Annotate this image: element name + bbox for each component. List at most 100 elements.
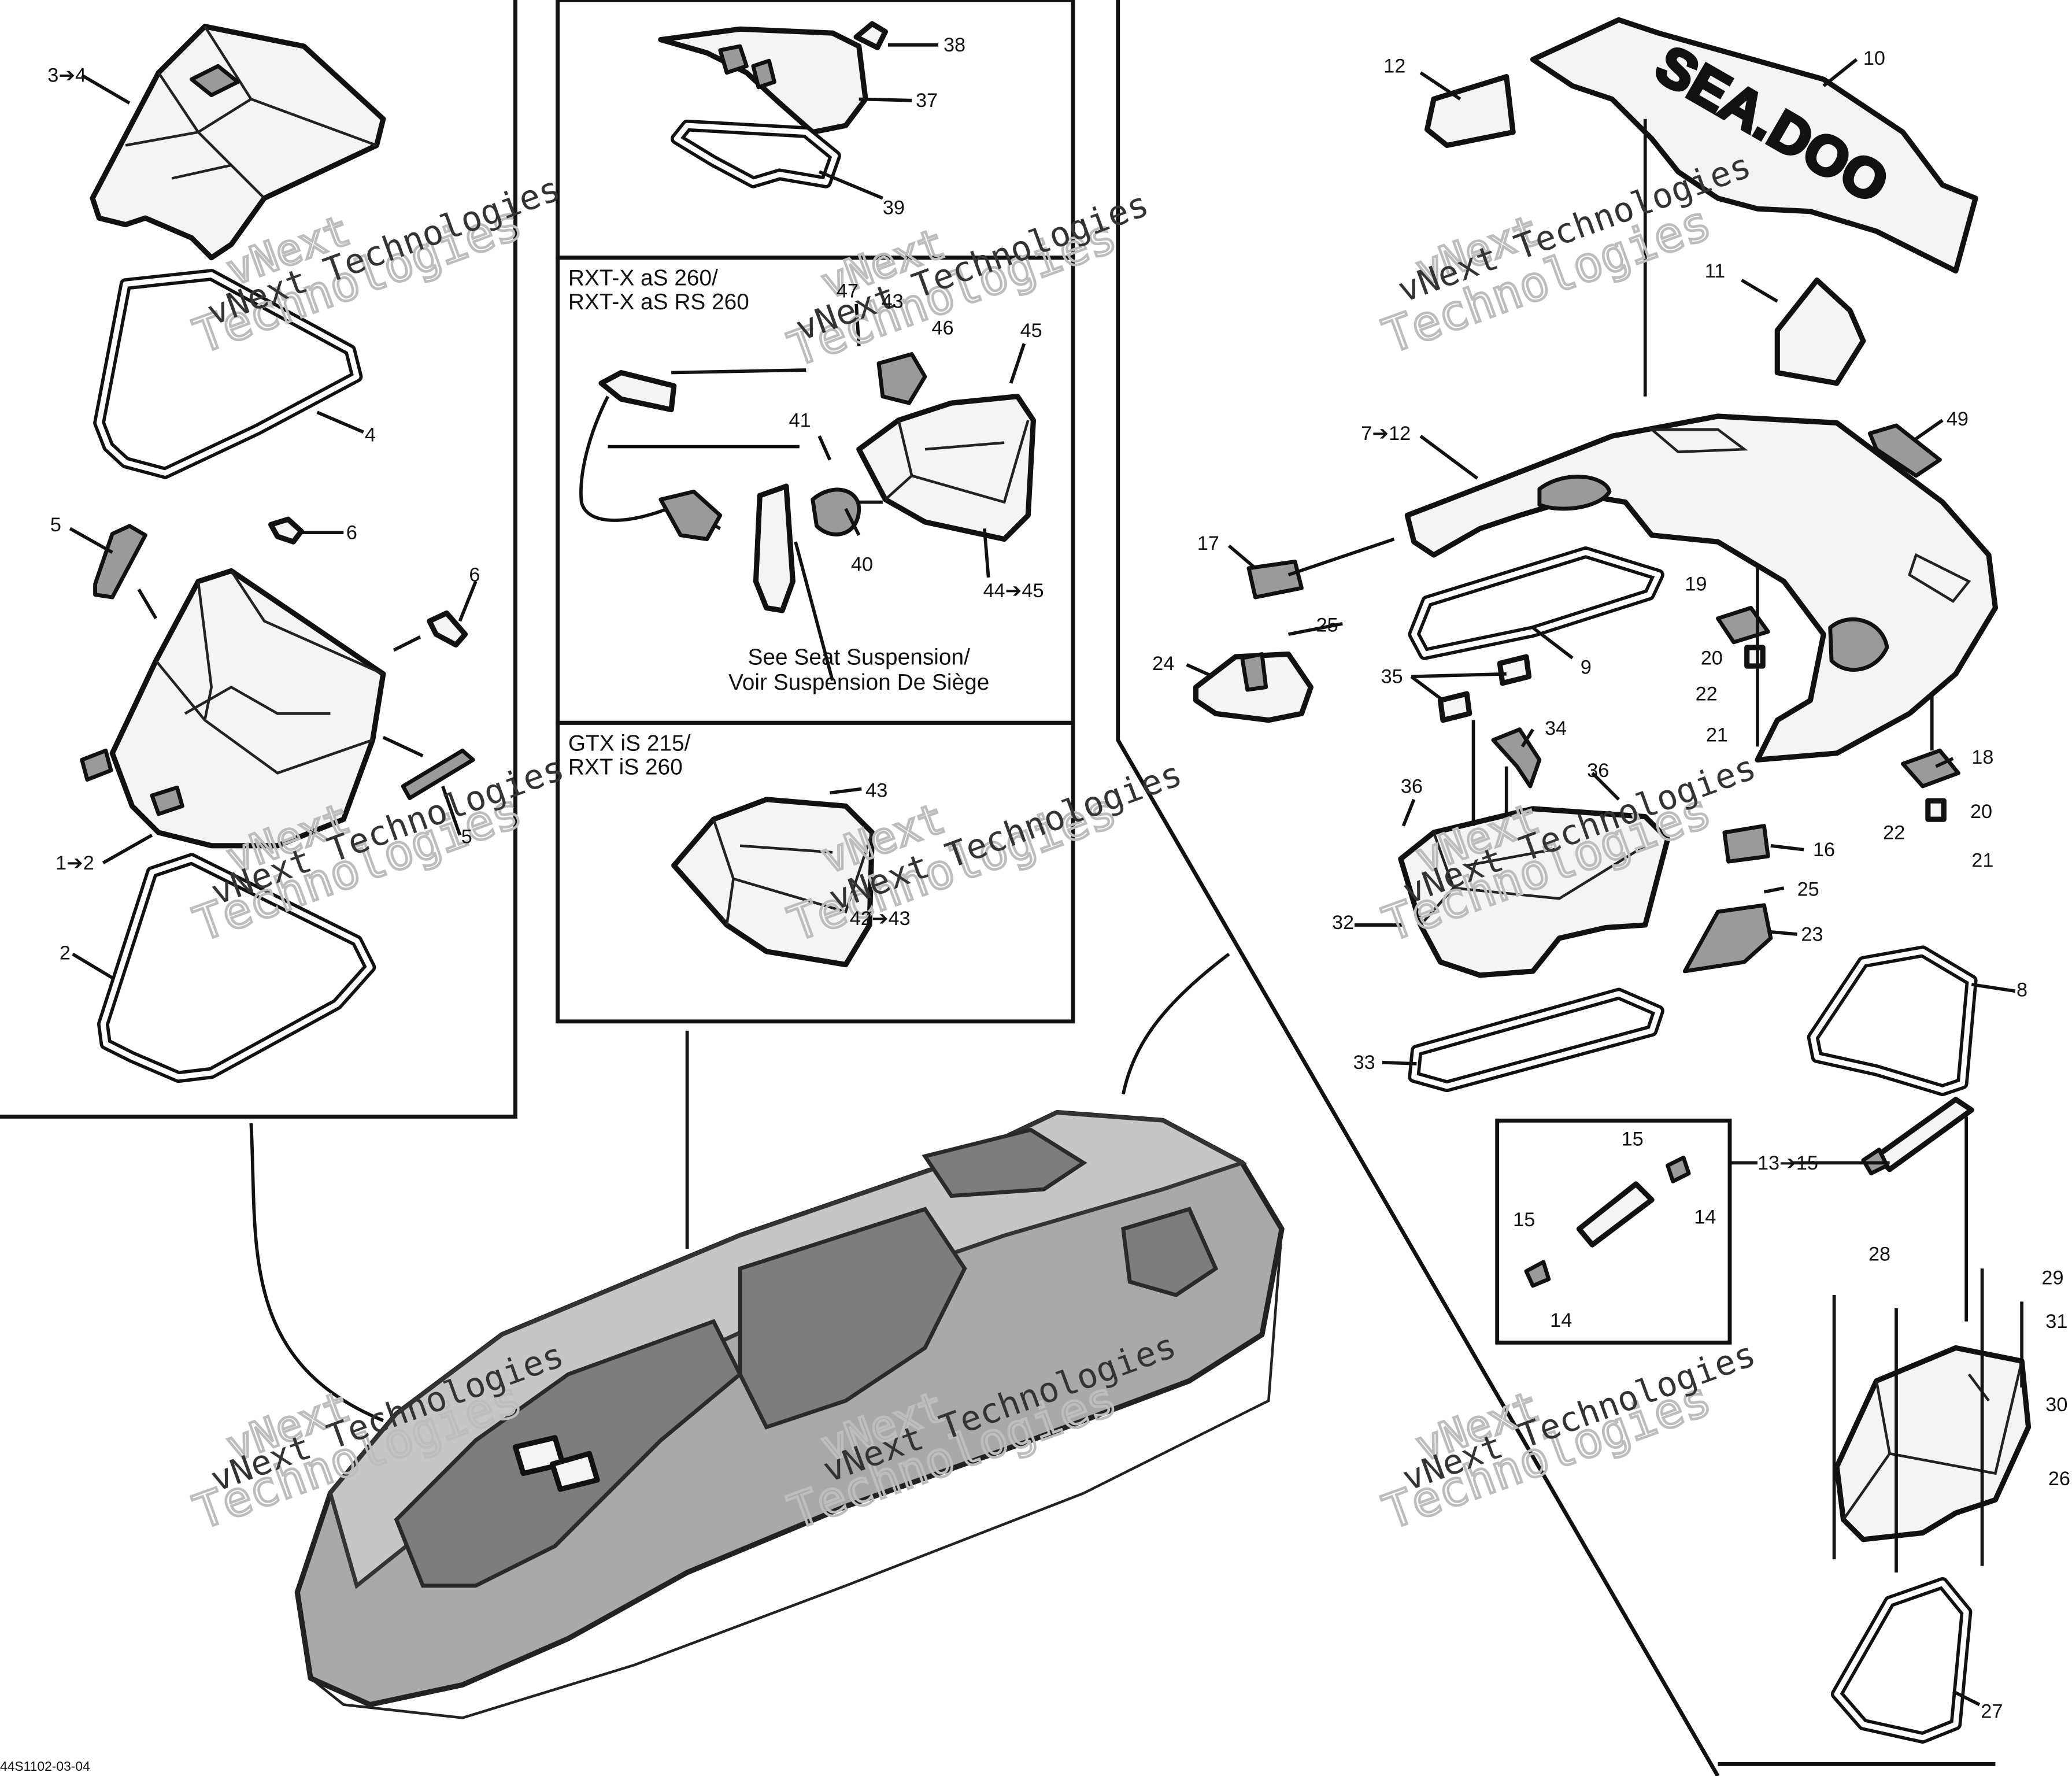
callout-40: 40 [851,553,873,575]
callout-36a: 36 [1401,775,1423,797]
callout-21a: 21 [1706,724,1728,746]
callout-6a: 6 [346,522,357,544]
callout-43a: 43 [882,291,904,313]
part-cover-24 [1193,651,1314,723]
part-front-storage-cover [90,24,386,261]
callout-10: 10 [1863,47,1885,69]
part-gas-spring-detail [1524,1155,1691,1288]
callout-15b: 15 [1513,1209,1535,1231]
part-hinge-18 [1900,748,1960,822]
rear-bin-fasteners [1832,1268,2023,1572]
callout-2: 2 [60,942,71,964]
part-gasket-8 [1807,945,1978,1096]
part-shock-40 [753,483,861,613]
callout-8: 8 [2016,979,2027,1001]
callout-28: 28 [1868,1244,1890,1266]
callout-11: 11 [1705,260,1726,282]
callout-26: 26 [2048,1468,2070,1490]
callout-5b: 5 [461,826,472,848]
callout-6b: 6 [469,564,480,586]
part-strap-34 [1491,727,1542,789]
part-plate-16 [1722,824,1770,864]
part-gasket-9 [1408,546,1664,660]
callout-23: 23 [1801,923,1823,945]
callout-14a: 14 [1694,1207,1716,1229]
callout-1-2: 1➔2 [56,852,94,874]
right-panel-divider [1116,0,1720,1776]
callout-35: 35 [1381,666,1403,688]
variant-gtx-line1: GTX iS 215/ [568,731,691,756]
note-line1: See Seat Suspension/ [748,645,971,670]
part-pad-35 [1437,654,1532,723]
part-bracket-46 [876,352,927,405]
part-bin-42-43 [671,797,875,968]
callout-36b: 36 [1587,760,1609,782]
part-bracket-17 [1246,559,1304,600]
callout-43b: 43 [865,779,887,801]
note-line2: Voir Suspension De Siège [728,670,989,695]
callout-41: 41 [789,409,811,431]
part-strip-5a [93,524,147,600]
callout-30: 30 [2045,1394,2067,1416]
callout-31: 31 [2045,1311,2067,1333]
callout-13-15: 13➔15 [1758,1152,1818,1174]
variant-rxt-line2: RXT-X aS RS 260 [568,290,749,314]
callout-46: 46 [931,317,953,339]
callout-5a: 5 [50,514,61,536]
part-clip-6a [268,516,304,545]
callout-47: 47 [837,280,859,302]
callout-20b: 20 [1970,801,1992,823]
callout-19: 19 [1685,574,1707,595]
variant-rxt-line1: RXT-X aS 260/ [568,266,718,291]
callout-37: 37 [916,90,938,112]
callout-32: 32 [1332,912,1354,934]
callout-45: 45 [1020,320,1042,342]
part-gasket-33 [1408,987,1664,1093]
callout-17: 17 [1197,532,1219,554]
callout-49: 49 [1947,408,1969,430]
callout-18: 18 [1971,746,1993,768]
part-hinge-19 [1715,606,1770,669]
part-gasket-27 [1830,1577,1973,1744]
panel-frames [0,0,1996,1776]
callout-4: 4 [365,424,376,446]
callout-25a: 25 [1316,615,1338,637]
part-gasket-2 [97,853,376,1083]
part-front-storage-bin [80,568,386,849]
callout-20a: 20 [1701,648,1723,669]
callout-9: 9 [1581,657,1592,679]
callout-22a: 22 [1696,683,1718,705]
callout-27: 27 [1981,1700,2003,1722]
watermark-3: vNext Technologies vNext Technologies [1375,146,1756,365]
part-handle-49 [1867,423,1942,478]
callout-34: 34 [1545,717,1567,739]
insert-box-13-15 [1495,1118,1732,1345]
callout-29: 29 [2041,1267,2063,1289]
callout-33: 33 [1353,1052,1375,1074]
part-seat-suspension-cable [579,370,723,541]
callout-16: 16 [1813,839,1835,861]
part-top-deck-7-12 [1404,413,1998,763]
callout-22b: 22 [1883,822,1905,843]
leader-lines [69,43,2016,1707]
part-bracket-23 [1682,903,1773,974]
callout-7-12: 7➔12 [1361,423,1411,445]
callout-12a: 12 [1383,56,1405,77]
callout-21b: 21 [1971,849,1993,871]
callout-24: 24 [1152,653,1174,675]
part-glovebox-door-37 [658,26,868,135]
callout-42-43: 42➔43 [850,908,911,930]
callout-39: 39 [883,197,905,219]
callout-44-45: 44➔45 [983,580,1044,602]
callout-3-4: 3➔4 [47,65,86,87]
part-rear-bin-26 [1834,1345,2032,1542]
part-decal-11 [1774,278,1866,386]
callouts: 3➔4 4 5 6 6 1➔2 5 2 38 37 39 47 43 46 45… [47,34,2070,1722]
callout-14b: 14 [1550,1309,1572,1331]
callout-15a: 15 [1622,1128,1644,1150]
part-storage-tub-32 [1398,806,1671,978]
part-strip-5b [401,748,475,800]
part-decal-12 [1424,73,1516,148]
part-latch-38 [853,21,888,50]
